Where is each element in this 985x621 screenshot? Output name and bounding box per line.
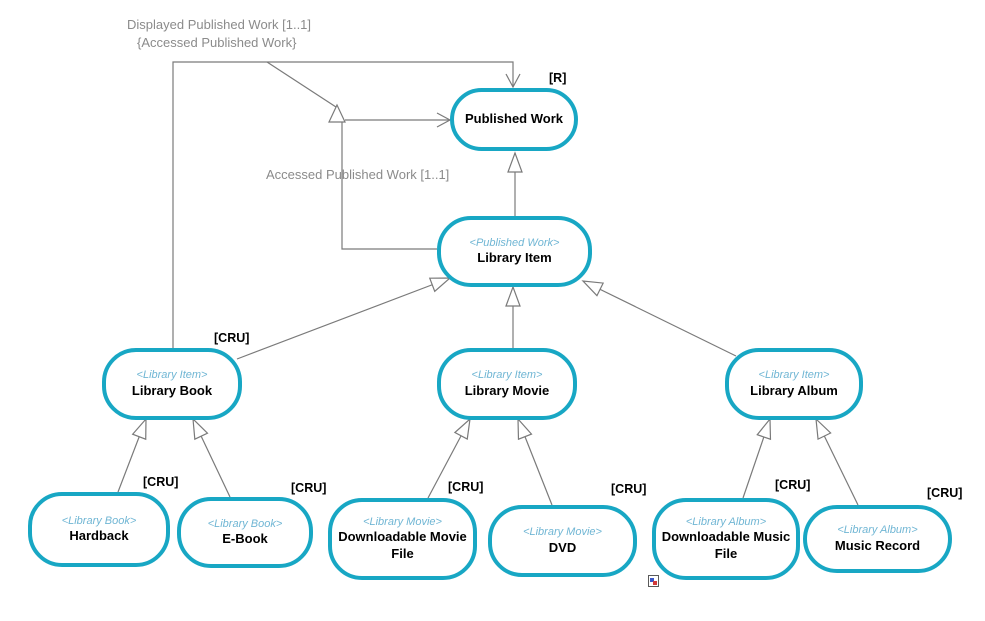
node-name: Downloadable Music File: [661, 529, 791, 562]
association-displayed-published-work: [172, 61, 521, 348]
edge-label-accessed-published-work: Accessed Published Work [1..1]: [266, 167, 450, 182]
badge-r-published-work: [R]: [549, 71, 567, 85]
node-dvd[interactable]: <Library Movie> DVD: [488, 505, 637, 577]
node-stereotype: <Published Work>: [469, 236, 560, 249]
node-stereotype: <Library Album>: [837, 524, 918, 537]
generalization-downloadable-music-file-to-library-album: [742, 417, 772, 499]
node-hardback[interactable]: <Library Book> Hardback: [28, 492, 170, 567]
node-name: Library Movie: [464, 382, 550, 398]
node-library-item[interactable]: <Published Work> Library Item: [437, 216, 592, 287]
generalization-e-book-to-library-book: [192, 417, 231, 498]
generalization-downloadable-movie-file-to-library-movie: [427, 417, 471, 499]
node-stereotype: <Library Album>: [685, 515, 767, 528]
edge-label-displayed-published-work: Displayed Published Work [1..1]: [127, 17, 312, 32]
association-accessed-published-work-path: [341, 122, 437, 250]
association-redefinition-branch: [266, 61, 337, 108]
badge-cru-dvd: [CRU]: [611, 482, 647, 496]
node-library-book[interactable]: <Library Item> Library Book: [102, 348, 242, 420]
node-stereotype: <Library Book>: [61, 514, 137, 527]
node-name: DVD: [548, 539, 577, 555]
generalization-library-book-to-library-item: [236, 277, 452, 360]
badge-cru-music-record: [CRU]: [927, 486, 963, 500]
node-stereotype: <Library Item>: [758, 369, 830, 382]
generalization-library-album-to-library-item: [581, 280, 737, 357]
badge-cru-e-book: [CRU]: [291, 481, 327, 495]
node-stereotype: <Library Item>: [471, 369, 543, 382]
node-stereotype: <Library Item>: [136, 369, 208, 382]
node-library-movie[interactable]: <Library Item> Library Movie: [437, 348, 577, 420]
node-stereotype: <Library Book>: [207, 517, 283, 530]
node-name: Hardback: [69, 528, 129, 544]
node-name: Published Work: [465, 111, 563, 127]
node-name: Library Item: [477, 250, 552, 266]
node-stereotype: <Library Movie>: [523, 526, 602, 539]
association-specialization-triangle: [328, 103, 346, 123]
generalization-dvd-to-library-movie: [517, 417, 553, 506]
node-downloadable-music-file[interactable]: <Library Album> Downloadable Music File: [652, 498, 800, 580]
node-downloadable-movie-file[interactable]: <Library Movie> Downloadable Movie File: [328, 498, 477, 580]
node-library-album[interactable]: <Library Item> Library Album: [725, 348, 863, 420]
edge-label-accessed-constraint: {Accessed Published Work}: [137, 35, 297, 50]
generalization-music-record-to-library-album: [815, 417, 859, 506]
node-name: E-Book: [222, 531, 268, 547]
node-music-record[interactable]: <Library Album> Music Record: [803, 505, 952, 573]
node-name: Library Album: [750, 382, 838, 398]
node-name: Downloadable Movie File: [338, 529, 467, 562]
overlap-marker-icon: [648, 575, 659, 587]
badge-cru-library-book: [CRU]: [214, 331, 250, 345]
node-e-book[interactable]: <Library Book> E-Book: [177, 497, 313, 568]
generalization-hardback-to-library-book: [117, 417, 147, 493]
node-stereotype: <Library Movie>: [363, 515, 442, 528]
node-name: Music Record: [834, 537, 921, 553]
badge-cru-downloadable-movie-file: [CRU]: [448, 480, 484, 494]
badge-cru-downloadable-music-file: [CRU]: [775, 478, 811, 492]
node-name: Library Book: [131, 382, 213, 398]
node-published-work[interactable]: Published Work: [450, 88, 578, 151]
badge-cru-hardback: [CRU]: [143, 475, 179, 489]
